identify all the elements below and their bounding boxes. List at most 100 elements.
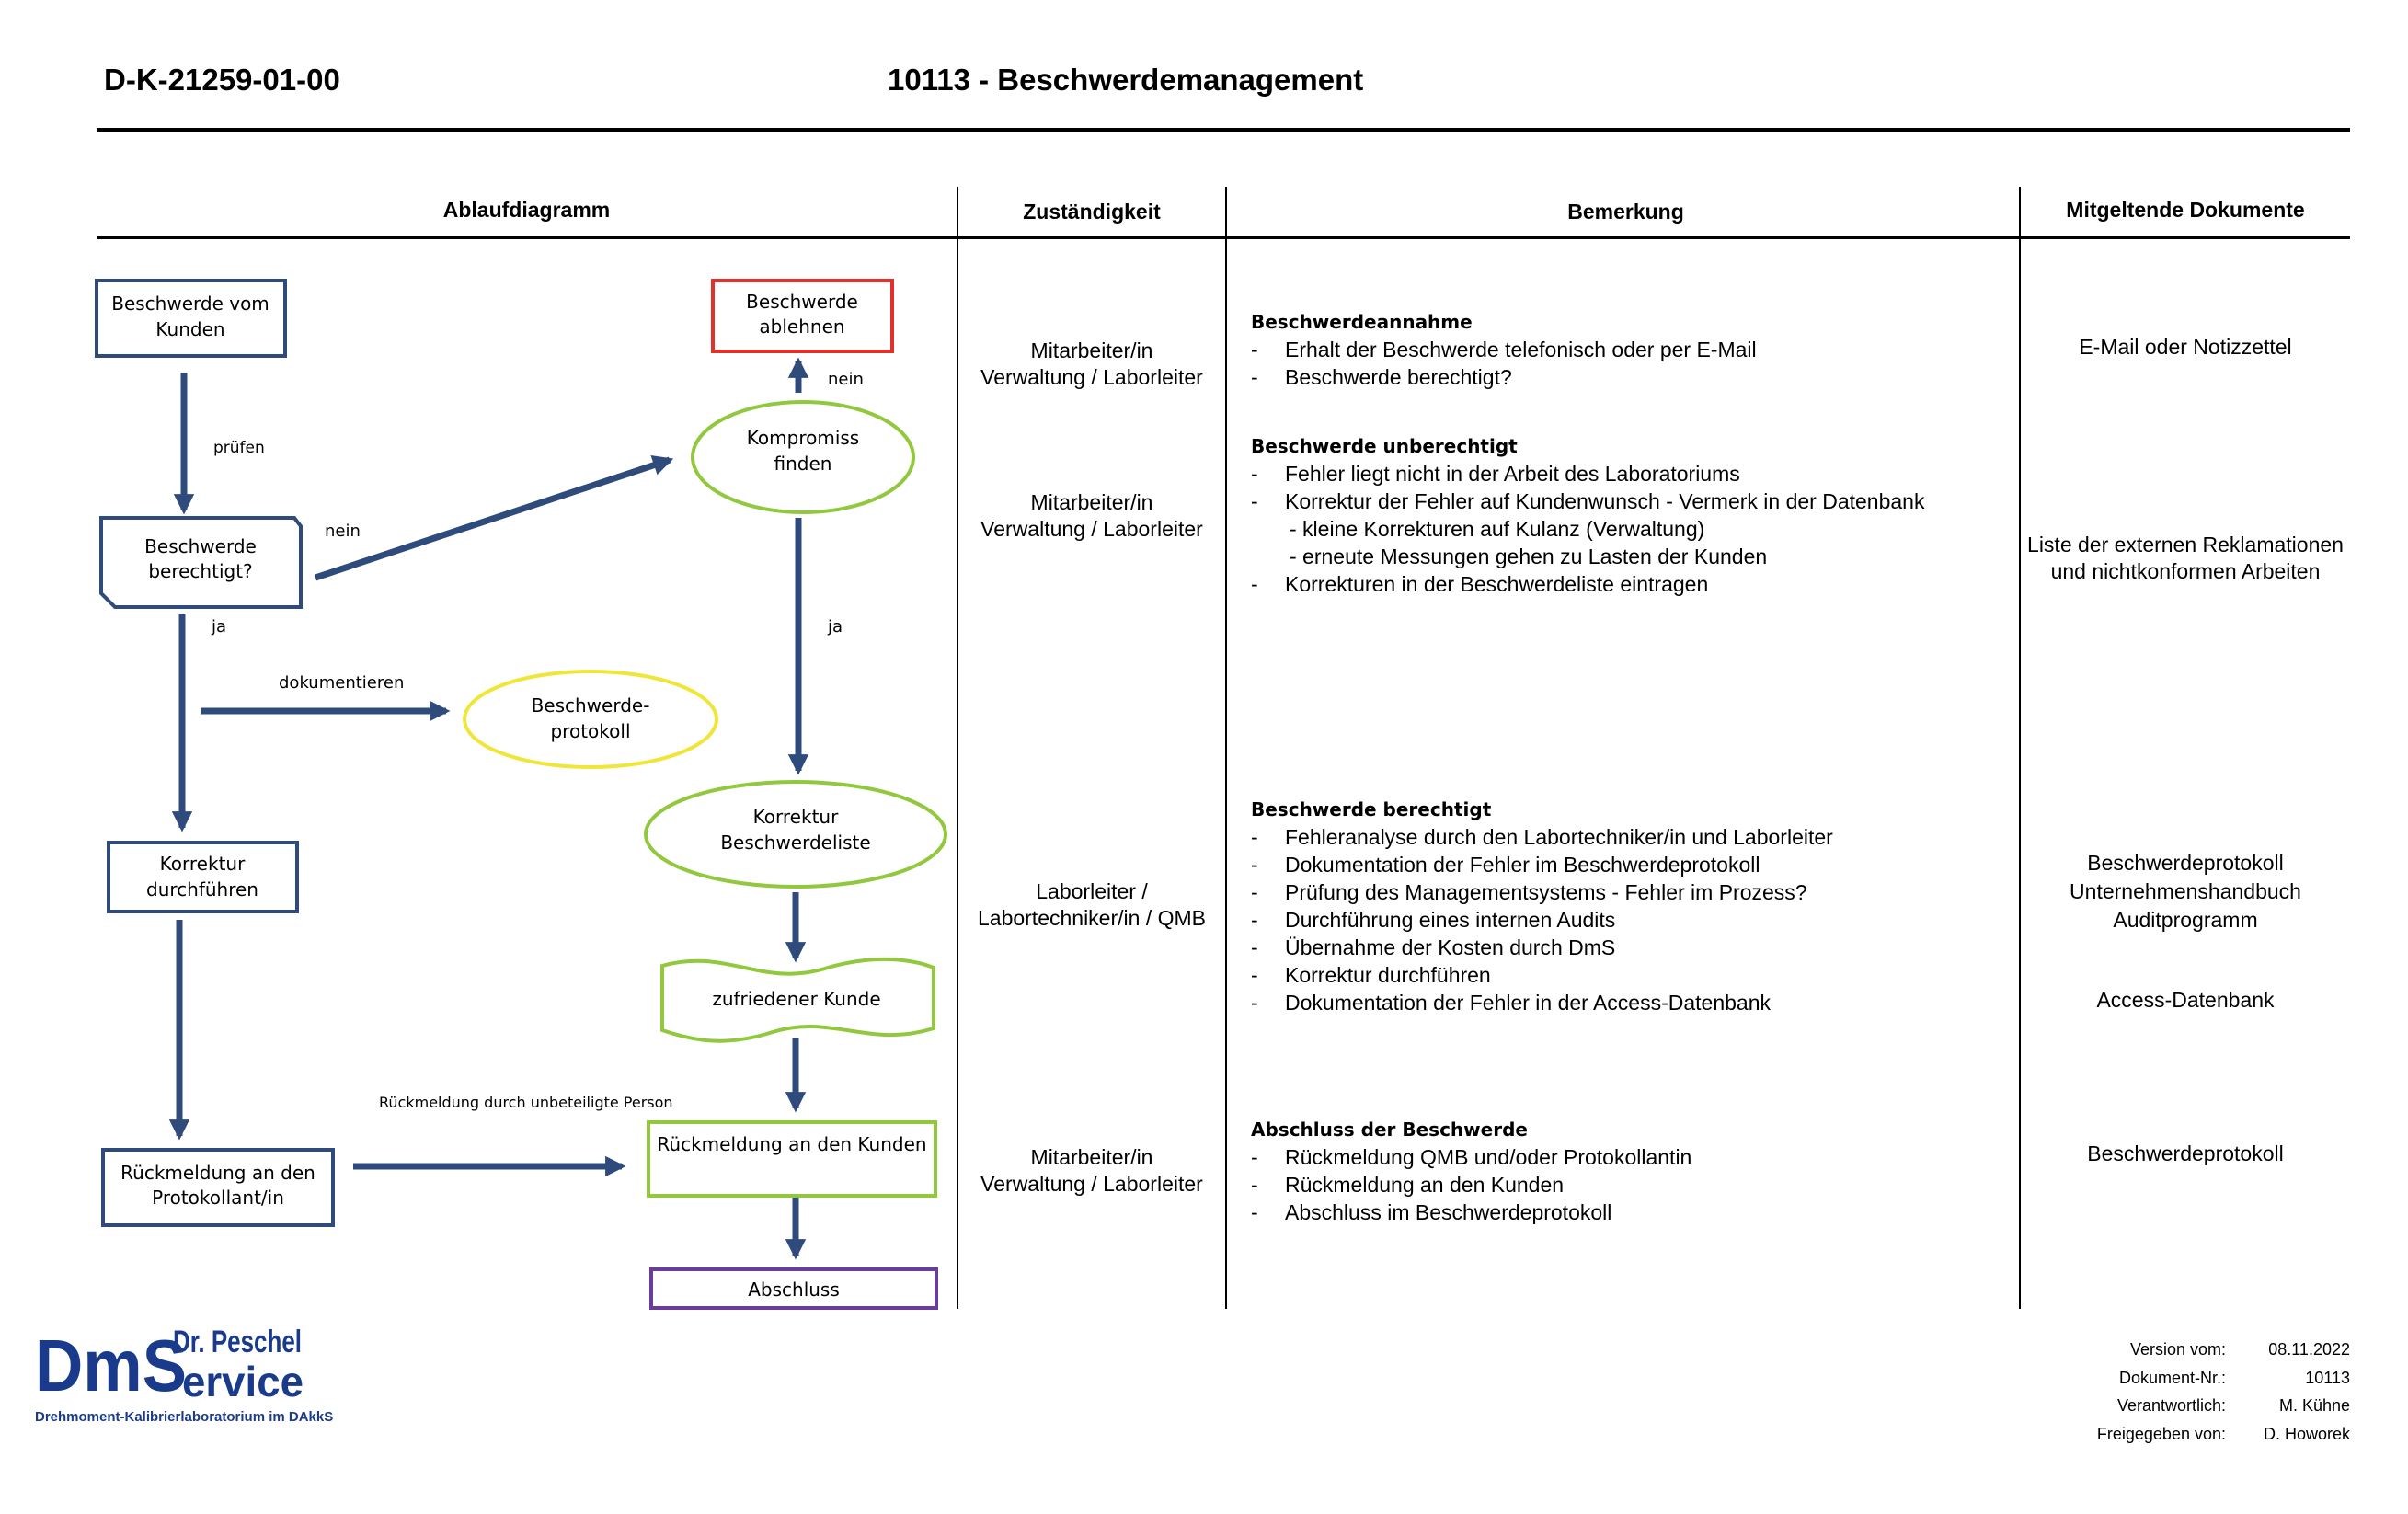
node-complaint-list-label: Korrektur (753, 806, 839, 828)
node-correction (107, 841, 299, 913)
row4-remark-item: -Abschluss im Beschwerdeprotokoll (1251, 1200, 1612, 1224)
row2-responsibility-text: Mitarbeiter/in Verwaltung / Laborleiter (980, 490, 1203, 541)
meta-responsible-value: M. Kühne (2278, 1396, 2350, 1415)
node-complaint-received (95, 279, 287, 358)
row2-remark-item: -Fehler liegt nicht in der Arbeit des La… (1251, 462, 1740, 486)
row1-documents: E-Mail oder Notizzettel (2020, 334, 2351, 361)
row1-remark-item: -Erhalt der Beschwerde telefonisch oder … (1251, 338, 1757, 361)
node-satisfied-customer (660, 957, 935, 1043)
dms-logo-mark: DmS Dr. Peschel ervice (35, 1325, 304, 1406)
node-close (649, 1267, 938, 1310)
row1-remark: Beschwerdeannahme -Erhalt der Beschwerde… (1251, 308, 1757, 391)
node-compromise-label-2: finden (774, 453, 832, 475)
node-complaint-received-label-2: Kunden (155, 318, 224, 340)
node-feedback-reporter-label: Rückmeldung an den (120, 1162, 315, 1184)
node-complaint-justified (99, 516, 303, 609)
row2-remark-item: -Korrektur der Fehler auf Kundenwunsch -… (1251, 489, 1925, 513)
node-compromise (691, 400, 915, 514)
node-correction-label: Korrektur (160, 853, 246, 875)
logo-dr-peschel: Dr. Peschel (173, 1325, 302, 1359)
node-feedback-customer (647, 1120, 937, 1198)
meta-released-value: D. Howorek (2263, 1425, 2350, 1443)
row3-remark-item: -Prüfung des Managementsystems - Fehler … (1251, 880, 1807, 904)
document-entry: Unternehmenshandbuch (2070, 879, 2301, 903)
label-yes-right: ja (827, 617, 843, 637)
logo-subtitle: Drehmoment-Kalibrierlaboratorium im DAkk… (35, 1409, 334, 1425)
label-no-top: nein (828, 370, 864, 389)
node-close-label: Abschluss (748, 1279, 840, 1301)
row3-remark-item: -Übernahme der Kosten durch DmS (1251, 935, 1616, 959)
node-protocol-label-2: protokoll (550, 720, 630, 742)
logo-service: ervice (182, 1358, 304, 1405)
meta-docnr-label: Dokument-Nr.: (2118, 1369, 2226, 1387)
node-reject-label: Beschwerde (746, 291, 858, 313)
node-correction-label-2: durchführen (146, 878, 258, 900)
meta-docnr-value: 10113 (2305, 1369, 2350, 1387)
arrow-no-to-compromise (314, 455, 674, 581)
node-complaint-list-label-2: Beschwerdeliste (720, 832, 870, 854)
document-entry: Beschwerdeprotokoll (2087, 851, 2284, 875)
row4-remark-title: Abschluss der Beschwerde (1251, 1118, 1528, 1141)
node-compromise-label: Kompromiss (747, 427, 859, 449)
row3-remark-item: -Fehleranalyse durch den Labortechniker/… (1251, 825, 1833, 849)
node-feedback-reporter (101, 1148, 335, 1227)
meta-values: 08.11.2022 10113 M. Kühne D. Howorek (2226, 1336, 2350, 1455)
document-entry: Liste der externen Reklamationen (2027, 533, 2344, 556)
row1-responsibility-text: Mitarbeiter/in Verwaltung / Laborleiter (980, 338, 1203, 389)
page-title: 10113 - Beschwerdemanagement (888, 63, 1364, 97)
label-feedback-person: Rückmeldung durch unbeteiligte Person (379, 1094, 673, 1111)
row4-remark-item: -Rückmeldung QMB und/oder Protokollantin (1251, 1145, 1692, 1169)
label-document: dokumentieren (279, 673, 404, 693)
document-entry: Auditprogramm (2113, 908, 2258, 932)
column-header-divider (97, 236, 2350, 239)
column-header-flow: Ablaufdiagramm (442, 198, 611, 222)
column-divider-2 (1225, 187, 1227, 1309)
column-header-remark: Bemerkung (1567, 200, 1684, 224)
row4-documents: Beschwerdeprotokoll (2020, 1141, 2351, 1167)
meta-labels: Version vom: Dokument-Nr.: Verantwortlic… (2024, 1336, 2226, 1455)
node-protocol-label: Beschwerde- (532, 694, 650, 717)
node-complaint-list (644, 780, 947, 889)
row2-remark: Beschwerde unberechtigt -Fehler liegt ni… (1251, 432, 1924, 598)
node-complaint-justified-label: Beschwerde (144, 535, 257, 557)
row3-documents: Beschwerdeprotokoll Unternehmenshandbuch… (2020, 849, 2351, 1015)
row3-responsibility-text: Laborleiter / Labortechniker/in / QMB (977, 879, 1206, 930)
row3-remark-item: -Durchführung eines internen Audits (1251, 908, 1616, 932)
meta-responsible-label: Verantwortlich: (2116, 1396, 2226, 1415)
row3-remark-item: -Korrektur durchführen (1251, 963, 1491, 987)
flowchart: Beschwerde vom Kunden Beschwerde berecht… (95, 279, 947, 1310)
node-protocol (463, 670, 718, 769)
row4-responsibility: Mitarbeiter/in Verwaltung / Laborleiter (958, 1144, 1225, 1198)
row4-responsibility-text: Mitarbeiter/in Verwaltung / Laborleiter (980, 1145, 1203, 1196)
row4-remark: Abschluss der Beschwerde -Rückmeldung QM… (1251, 1116, 1691, 1226)
node-satisfied-customer-label: zufriedener Kunde (712, 988, 880, 1010)
column-header-responsibility: Zuständigkeit (1023, 200, 1161, 224)
logo-dms: DmS (35, 1325, 187, 1406)
row2-remark-subitem: - erneute Messungen gehen zu Lasten der … (1290, 545, 1768, 568)
row2-remark-subitem: - kleine Korrekturen auf Kulanz (Verwalt… (1290, 517, 1705, 541)
label-yes-left: ja (211, 617, 226, 637)
row1-remark-title: Beschwerdeannahme (1251, 311, 1473, 333)
node-reject (711, 279, 894, 353)
row3-remark-item: -Dokumentation der Fehler im Beschwerdep… (1251, 853, 1760, 877)
node-complaint-justified-label-2: berechtigt? (148, 560, 252, 582)
row3-remark-title: Beschwerde berechtigt (1251, 798, 1492, 820)
meta-version-label: Version vom: (2129, 1340, 2226, 1359)
row1-responsibility: Mitarbeiter/in Verwaltung / Laborleiter (958, 338, 1225, 391)
node-feedback-customer-label: Rückmeldung an den Kunden (657, 1133, 926, 1155)
node-feedback-reporter-label-2: Protokollant/in (152, 1187, 284, 1209)
header-divider (97, 128, 2350, 132)
row1-remark-item: -Beschwerde berechtigt? (1251, 365, 1512, 389)
meta-released-label: Freigegeben von: (2096, 1425, 2226, 1443)
row3-remark: Beschwerde berechtigt -Fehleranalyse dur… (1251, 796, 1833, 1016)
column-divider-1 (957, 187, 958, 1309)
document-code: D-K-21259-01-00 (104, 63, 340, 97)
node-complaint-received-label: Beschwerde vom (111, 292, 269, 315)
row2-remark-title: Beschwerde unberechtigt (1251, 435, 1518, 457)
row3-responsibility: Laborleiter / Labortechniker/in / QMB (958, 878, 1225, 932)
document-entry: E-Mail oder Notizzettel (2079, 335, 2292, 359)
document-entry: und nichtkonformen Arbeiten (2050, 559, 2321, 583)
row4-remark-item: -Rückmeldung an den Kunden (1251, 1173, 1565, 1197)
column-header-documents: Mitgeltende Dokumente (2066, 198, 2305, 222)
label-check: prüfen (213, 439, 265, 457)
